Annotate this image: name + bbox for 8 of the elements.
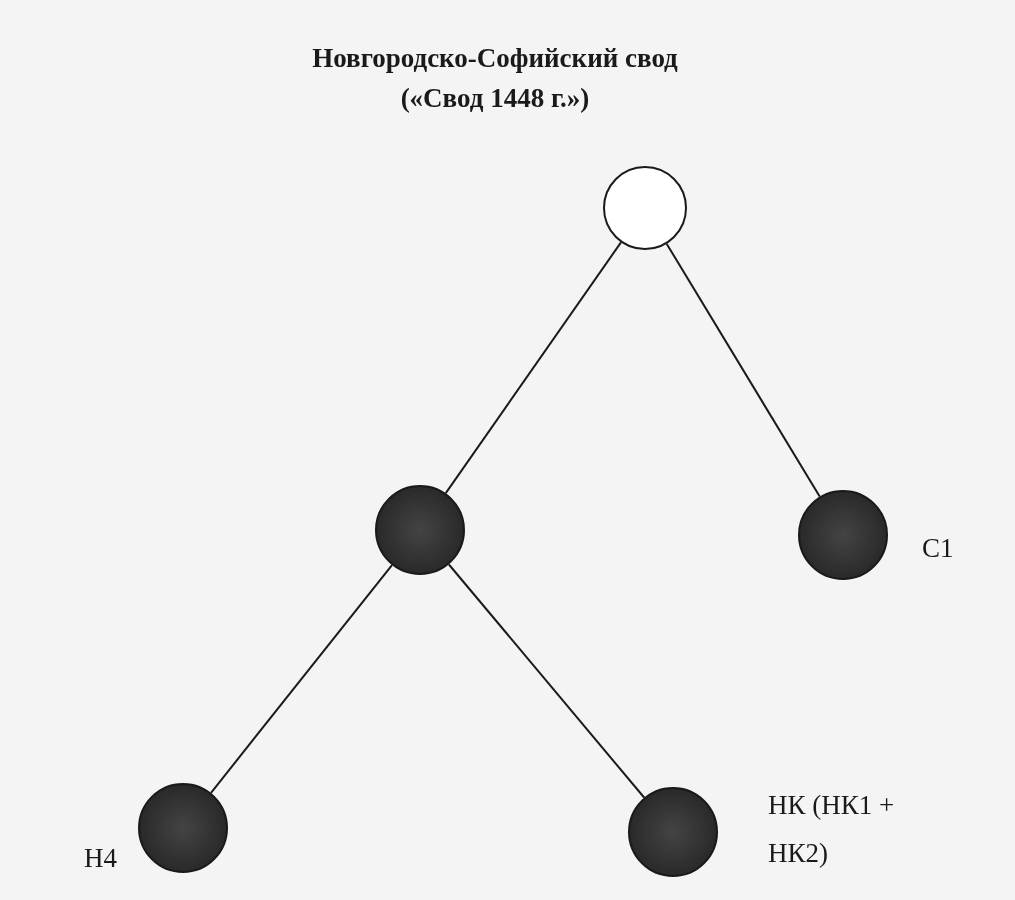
node-label: С1 [922,532,955,565]
node-label: Н4 [84,842,118,875]
title: Новгородско-Софийский свод («Свод 1448 г.») [311,42,679,115]
connector-line [444,241,622,495]
connector-line [665,242,821,498]
connector-line [447,563,646,799]
node-label: НК (НК1 + НК2) [768,789,896,870]
connector-line [210,564,393,794]
